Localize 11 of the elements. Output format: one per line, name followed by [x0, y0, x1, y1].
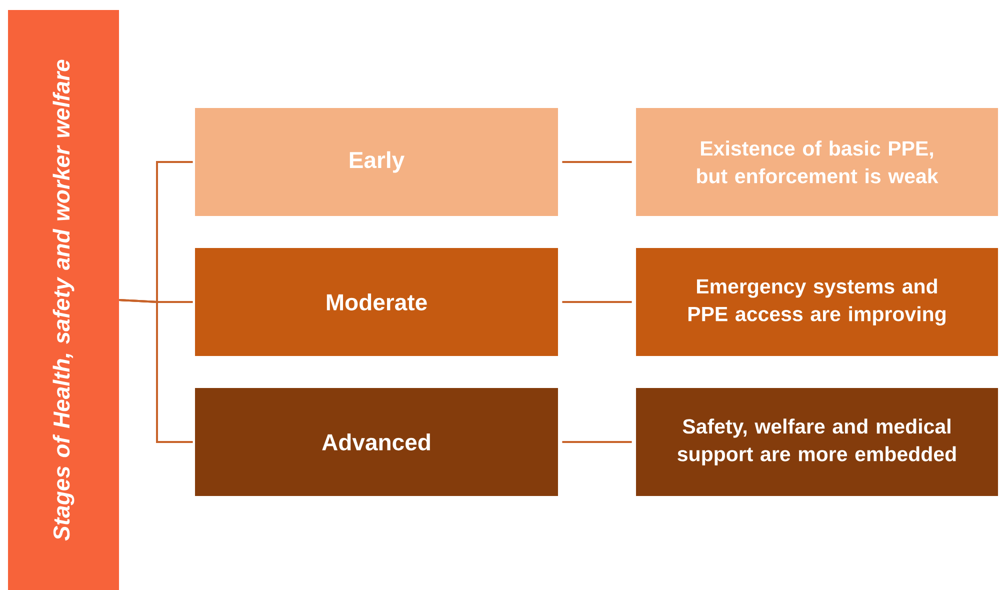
- stage-box: Early: [195, 108, 558, 216]
- stage-box: Advanced: [195, 388, 558, 496]
- connector-line: [562, 161, 632, 163]
- title-bar: Stages of Health, safety and worker welfare: [8, 10, 119, 590]
- description-box: Emergency systems and PPE access are improving: [636, 248, 998, 356]
- stage-box: Moderate: [195, 248, 558, 356]
- connector-line: [119, 299, 193, 443]
- description-box: Safety, welfare and medical support are more embedded: [636, 388, 998, 496]
- connector-line: [562, 301, 632, 303]
- connector-line: [562, 441, 632, 443]
- description-box: Existence of basic PPE, but enforcement is weak: [636, 108, 998, 216]
